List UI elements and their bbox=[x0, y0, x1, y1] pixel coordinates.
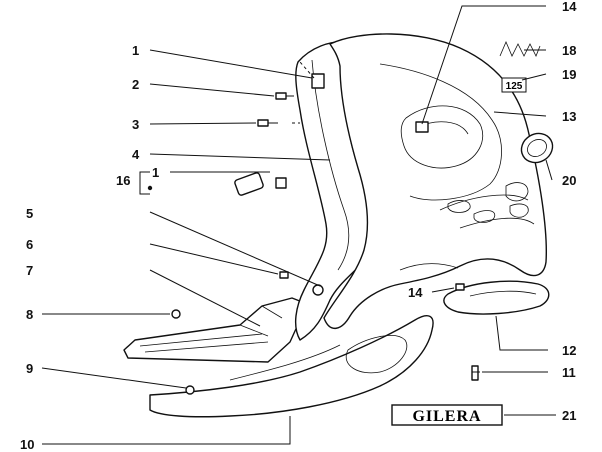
screw-part-11 bbox=[471, 365, 479, 381]
lower-spoiler-part bbox=[149, 314, 434, 418]
callout-13: 13 bbox=[562, 109, 576, 124]
emblem-part-20 bbox=[520, 132, 554, 164]
screw-part-2 bbox=[275, 92, 294, 100]
shield-lower-contour bbox=[399, 263, 459, 271]
screw-part-3 bbox=[257, 119, 300, 127]
engine-size-decal-part-19: 125 bbox=[501, 77, 527, 93]
callout-11: 11 bbox=[562, 365, 576, 380]
screw-part-8 bbox=[171, 309, 181, 319]
callout-3: 3 bbox=[132, 117, 139, 132]
floor-board-part bbox=[123, 297, 311, 363]
front-mudguard-part bbox=[443, 280, 550, 315]
callout-10: 10 bbox=[20, 437, 34, 452]
callout-14-lower: 14 bbox=[408, 285, 423, 300]
screw-part-9 bbox=[185, 385, 195, 395]
callout-9: 9 bbox=[26, 361, 33, 376]
callout-21: 21 bbox=[562, 408, 576, 423]
callout-14-top: 14 bbox=[562, 0, 577, 14]
callout-1: 1 bbox=[132, 43, 139, 58]
callout-2: 2 bbox=[132, 77, 139, 92]
spoiler-inner-edge bbox=[229, 344, 341, 381]
front-shield-part bbox=[323, 33, 547, 329]
shield-upper-contour bbox=[379, 63, 502, 201]
brand-decal-part-21: GILERA bbox=[391, 404, 503, 426]
callout-6: 6 bbox=[26, 237, 33, 252]
clip-part-1 bbox=[311, 73, 325, 89]
clip-part-14 bbox=[455, 283, 465, 291]
rubber-pad-part bbox=[234, 172, 264, 196]
shield-indicator-openings bbox=[505, 182, 529, 218]
mudguard-edge-line bbox=[469, 290, 537, 297]
clip-part-16-1 bbox=[275, 177, 287, 189]
callout-5: 5 bbox=[26, 206, 33, 221]
screw-part-6 bbox=[279, 271, 289, 279]
headlight-recess bbox=[400, 105, 484, 169]
floor-board-ribs bbox=[139, 305, 283, 353]
callout-4: 4 bbox=[132, 147, 140, 162]
fastener-part-5 bbox=[312, 284, 324, 296]
leg-shield-inner-line bbox=[311, 59, 350, 271]
callout-16-dot bbox=[147, 185, 153, 191]
callout-19: 19 bbox=[562, 67, 576, 82]
model-decal-part-18 bbox=[498, 40, 542, 60]
callout-20: 20 bbox=[562, 173, 576, 188]
callout-12: 12 bbox=[562, 343, 576, 358]
callout-16: 16 bbox=[116, 173, 130, 188]
callout-18: 18 bbox=[562, 43, 576, 58]
shield-vent-lines bbox=[439, 194, 535, 229]
callout-16-sub-1: 1 bbox=[152, 165, 159, 180]
callout-labels: 1 2 3 4 5 6 7 8 9 10 11 12 13 14 14 16 1… bbox=[20, 0, 577, 452]
brand-text: GILERA bbox=[412, 408, 481, 425]
callout-8: 8 bbox=[26, 307, 33, 322]
spoiler-recess-shape bbox=[345, 335, 408, 374]
shield-vent-slots bbox=[447, 200, 496, 223]
clip-part-14-upper bbox=[415, 121, 429, 133]
callout-7: 7 bbox=[26, 263, 33, 278]
leader-lines bbox=[41, 5, 556, 445]
engine-size-text: 125 bbox=[506, 81, 523, 92]
